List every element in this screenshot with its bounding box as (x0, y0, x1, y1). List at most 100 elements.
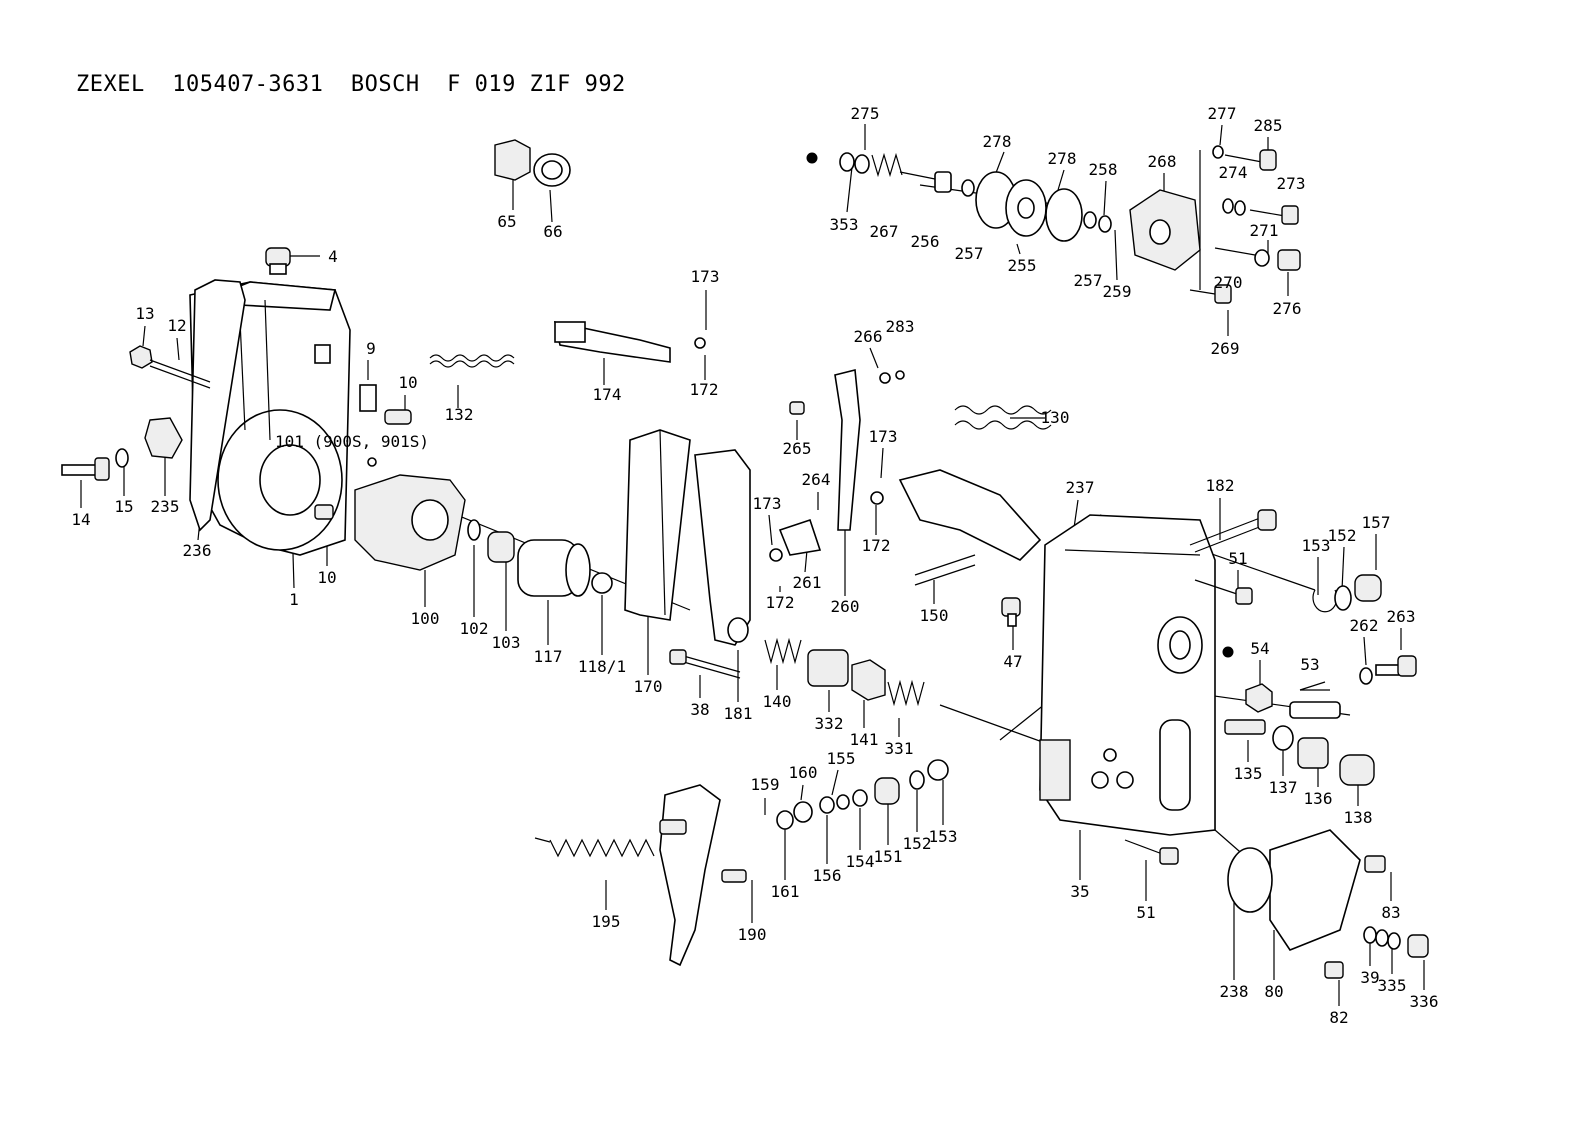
part-label-170: 170 (634, 677, 663, 696)
part-drawings (61, 139, 1429, 979)
part-label-265: 265 (783, 439, 812, 458)
part-label-54: 54 (1250, 639, 1269, 658)
part-label-138: 138 (1344, 808, 1373, 827)
part-label-263: 263 (1387, 607, 1416, 626)
part-label-174: 174 (593, 385, 622, 404)
part-label-275: 275 (851, 104, 880, 123)
part-label-15: 15 (114, 497, 133, 516)
part-label-161: 161 (771, 882, 800, 901)
part-label-236: 236 (183, 541, 212, 560)
part-label-173b: 173 (869, 427, 898, 446)
part-label-14: 14 (71, 510, 90, 529)
part-label-173: 173 (691, 267, 720, 286)
part-label-266: 266 (854, 327, 883, 346)
part-label-80: 80 (1264, 982, 1283, 1001)
part-label-103: 103 (492, 633, 521, 652)
part-label-181: 181 (724, 704, 753, 723)
part-label-65: 65 (497, 212, 516, 231)
part-label-285: 285 (1254, 116, 1283, 135)
part-label-51b: 51 (1136, 903, 1155, 922)
part-label-257: 257 (955, 244, 984, 263)
part-label-182: 182 (1206, 476, 1235, 495)
part-label-153b: 153 (929, 827, 958, 846)
part-label-159: 159 (751, 775, 780, 794)
part-label-82: 82 (1329, 1008, 1348, 1027)
part-label-118-1: 118/1 (578, 657, 626, 676)
part-label-267: 267 (870, 222, 899, 241)
part-label-262: 262 (1350, 616, 1379, 635)
part-label-172: 172 (690, 380, 719, 399)
part-label-10: 10 (398, 373, 417, 392)
part-label-83: 83 (1381, 903, 1400, 922)
part-label-47: 47 (1003, 652, 1022, 671)
part-label-39: 39 (1360, 968, 1379, 987)
part-label-278b: 278 (1048, 149, 1077, 168)
part-label-273: 273 (1277, 174, 1306, 193)
part-label-160: 160 (789, 763, 818, 782)
part-label-132: 132 (445, 405, 474, 424)
part-label-35: 35 (1070, 882, 1089, 901)
part-label-1: 1 (289, 590, 299, 609)
part-label-117: 117 (534, 647, 563, 666)
part-label-154: 154 (846, 852, 875, 871)
part-label-261: 261 (793, 573, 822, 592)
part-label-332: 332 (815, 714, 844, 733)
part-label-331: 331 (885, 739, 914, 758)
part-label-238: 238 (1220, 982, 1249, 1001)
part-label-260: 260 (831, 597, 860, 616)
part-label-274: 274 (1219, 163, 1248, 182)
part-label-264: 264 (802, 470, 831, 489)
part-label-269: 269 (1211, 339, 1240, 358)
part-label-276: 276 (1273, 299, 1302, 318)
part-label-151: 151 (874, 847, 903, 866)
part-label-195: 195 (592, 912, 621, 931)
part-label-270: 270 (1214, 273, 1243, 292)
part-label-13: 13 (135, 304, 154, 323)
part-label-9: 9 (366, 339, 376, 358)
part-label-53: 53 (1300, 655, 1319, 674)
part-label-353: 353 (830, 215, 859, 234)
part-label-259: 259 (1103, 282, 1132, 301)
part-label-101: 101 (900S, 901S) (275, 432, 429, 451)
part-label-277: 277 (1208, 104, 1237, 123)
part-label-190: 190 (738, 925, 767, 944)
part-label-102: 102 (460, 619, 489, 638)
part-label-66: 66 (543, 222, 562, 241)
part-label-140: 140 (763, 692, 792, 711)
part-label-4: 4 (328, 247, 338, 266)
part-label-336: 336 (1410, 992, 1439, 1011)
part-label-137: 137 (1269, 778, 1298, 797)
part-label-257b: 257 (1074, 271, 1103, 290)
part-label-278: 278 (983, 132, 1012, 151)
part-label-150: 150 (920, 606, 949, 625)
part-label-38: 38 (690, 700, 709, 719)
part-label-51: 51 (1228, 549, 1247, 568)
part-label-271: 271 (1250, 221, 1279, 240)
part-label-135: 135 (1234, 764, 1263, 783)
part-label-268: 268 (1148, 152, 1177, 171)
part-label-258: 258 (1089, 160, 1118, 179)
part-label-136: 136 (1304, 789, 1333, 808)
part-label-173c: 173 (753, 494, 782, 513)
part-label-235: 235 (151, 497, 180, 516)
part-label-157: 157 (1362, 513, 1391, 532)
part-label-237: 237 (1066, 478, 1095, 497)
part-label-10b: 10 (317, 568, 336, 587)
part-label-155: 155 (827, 749, 856, 768)
part-label-152: 152 (1328, 526, 1357, 545)
part-label-100: 100 (411, 609, 440, 628)
part-label-256: 256 (911, 232, 940, 251)
part-label-152b: 152 (903, 834, 932, 853)
part-label-156: 156 (813, 866, 842, 885)
part-label-255: 255 (1008, 256, 1037, 275)
diagram-title: ZEXEL 105407-3631 BOSCH F 019 Z1F 992 (76, 72, 626, 97)
part-label-141: 141 (850, 730, 879, 749)
part-label-172b: 172 (862, 536, 891, 555)
part-label-130: 130 (1041, 408, 1070, 427)
part-label-335: 335 (1378, 976, 1407, 995)
part-label-283: 283 (886, 317, 915, 336)
part-label-153: 153 (1302, 536, 1331, 555)
part-label-172c: 172 (766, 593, 795, 612)
